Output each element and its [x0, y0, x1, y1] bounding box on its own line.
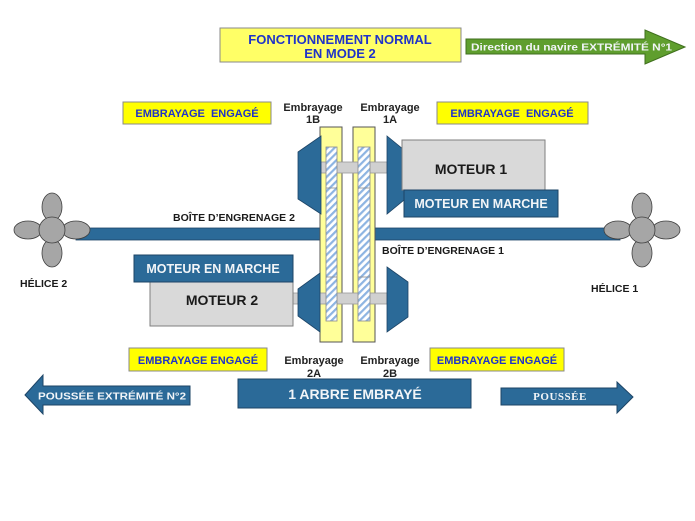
clutch-id: 1A	[383, 114, 397, 126]
clutch-label-1a: Embrayage 1A	[360, 102, 419, 126]
title-box: FONCTIONNEMENT NORMAL EN MODE 2	[219, 27, 462, 63]
clutch-status-top-left: EMBRAYAGE ENGAGÉ	[122, 101, 272, 125]
thrust-right-arrow: POUSSÉE	[500, 380, 634, 415]
clutch-word: Embrayage	[360, 102, 419, 114]
propeller-2-icon	[13, 192, 91, 268]
engine-2: MOTEUR 2	[149, 279, 294, 327]
gear-cone-1b	[297, 135, 322, 215]
clutch-status-text: EMBRAYAGE ENGAGÉ	[450, 107, 573, 120]
clutch-status-text: EMBRAYAGE ENGAGÉ	[437, 354, 557, 367]
engine-2-label: MOTEUR 2	[186, 292, 259, 308]
gear-cone-2b	[386, 266, 409, 333]
clutch-label-2b: Embrayage 2B	[360, 355, 419, 380]
shaft-status-box: 1 ARBRE EMBRAYÉ	[237, 378, 472, 409]
arrow-left-icon	[24, 373, 191, 416]
clutch-word: Embrayage	[284, 355, 343, 367]
direction-label: Direction du navire EXTRÉMITÉ N°1	[471, 41, 672, 54]
clutch-plate-2	[357, 146, 371, 322]
clutch-plate-1	[325, 146, 338, 322]
title-line-2: EN MODE 2	[304, 46, 376, 61]
thrust-left-label: POUSSÉE EXTRÉMITÉ N°2	[38, 390, 186, 403]
arrow-right-icon	[465, 29, 687, 65]
clutch-status-text: EMBRAYAGE ENGAGÉ	[138, 354, 258, 367]
engine-1-label: MOTEUR 1	[435, 161, 508, 177]
clutch-label-1b: Embrayage 1B	[283, 102, 342, 126]
engine-1-status-text: MOTEUR EN MARCHE	[414, 197, 547, 211]
clutch-word: Embrayage	[360, 355, 419, 367]
shaft-status-label: 1 ARBRE EMBRAYÉ	[288, 386, 422, 402]
clutch-status-text: EMBRAYAGE ENGAGÉ	[135, 107, 258, 120]
thrust-right-label: POUSSÉE	[533, 391, 587, 403]
clutch-id: 1B	[306, 114, 320, 126]
title-line-1: FONCTIONNEMENT NORMAL	[248, 32, 431, 47]
main-shaft-left	[75, 227, 323, 241]
gear-cone-2a	[297, 272, 321, 333]
arrow-right-icon	[500, 380, 634, 415]
clutch-id: 2A	[307, 368, 321, 380]
engine-2-status: MOTEUR EN MARCHE	[133, 254, 294, 283]
propeller-1-icon	[603, 192, 681, 268]
engine-1-status: MOTEUR EN MARCHE	[403, 189, 559, 218]
gearbox-1-label: BOÎTE D’ENGRENAGE 1	[382, 244, 504, 257]
engine-1: MOTEUR 1	[401, 139, 546, 191]
gear-cone-1a	[386, 135, 405, 215]
clutch-label-2a: Embrayage 2A	[284, 355, 343, 380]
propeller-1-label: HÉLICE 1	[591, 282, 638, 295]
gearbox-2-label: BOÎTE D’ENGRENAGE 2	[173, 211, 295, 224]
clutch-id: 2B	[383, 368, 397, 380]
clutch-status-bottom-left: EMBRAYAGE ENGAGÉ	[128, 347, 268, 372]
main-shaft-right	[372, 227, 621, 241]
thrust-left-arrow: POUSSÉE EXTRÉMITÉ N°2	[24, 373, 191, 416]
engine-2-status-text: MOTEUR EN MARCHE	[146, 262, 279, 276]
clutch-status-bottom-right: EMBRAYAGE ENGAGÉ	[429, 347, 565, 372]
clutch-word: Embrayage	[283, 102, 342, 114]
propeller-2-label: HÉLICE 2	[20, 277, 67, 290]
ship-direction-arrow: Direction du navire EXTRÉMITÉ N°1	[465, 29, 687, 65]
clutch-status-top-right: EMBRAYAGE ENGAGÉ	[436, 101, 589, 125]
